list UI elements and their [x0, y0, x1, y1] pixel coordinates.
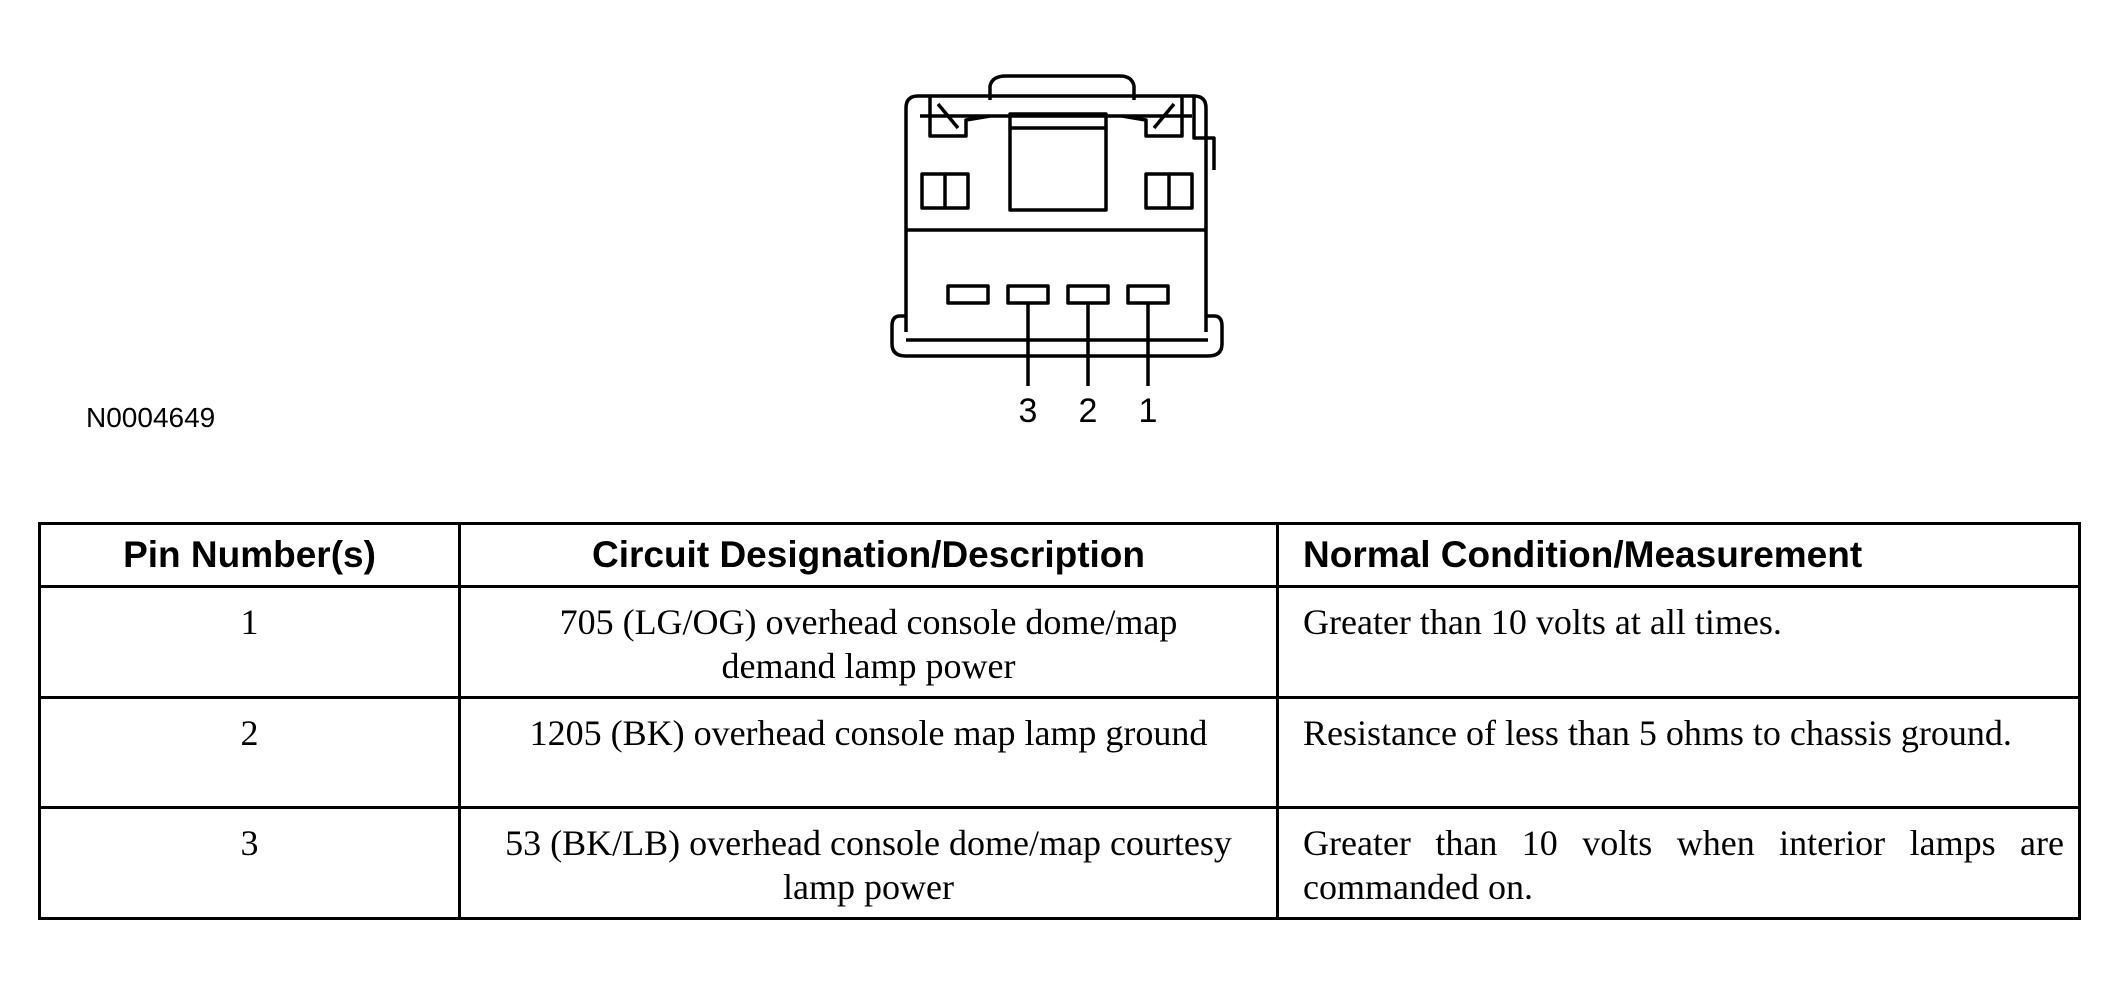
pin-label-2: 2	[1079, 392, 1098, 430]
table-row: 1 705 (LG/OG) overhead console dome/map …	[38, 585, 2081, 699]
description-cell: 705 (LG/OG) overhead console dome/map de…	[458, 585, 1279, 699]
measurement-cell: Greater than 10 volts at all times.	[1276, 585, 2081, 699]
description-cell: 1205 (BK) overhead console map lamp grou…	[458, 696, 1279, 809]
measurement-cell: Resistance of less than 5 ohms to chassi…	[1276, 696, 2081, 809]
pin-cell: 2	[38, 696, 461, 809]
table-row: 3 53 (BK/LB) overhead console dome/map c…	[38, 806, 2081, 920]
pin-label-3: 3	[1019, 392, 1038, 430]
header-pin-number: Pin Number(s)	[38, 522, 461, 588]
measurement-cell: Greater than 10 volts when interior lamp…	[1276, 806, 2081, 920]
pin-cell: 3	[38, 806, 461, 920]
header-circuit-description: Circuit Designation/Description	[458, 522, 1279, 588]
connector-diagram: 3 2 1	[890, 74, 1224, 430]
figure-id-label: N0004649	[86, 402, 216, 433]
connector-body	[890, 74, 1224, 386]
pin-label-1: 1	[1139, 392, 1158, 430]
table-row: 2 1205 (BK) overhead console map lamp gr…	[38, 696, 2081, 809]
description-cell: 53 (BK/LB) overhead console dome/map cou…	[458, 806, 1279, 920]
table-header-row: Pin Number(s) Circuit Designation/Descri…	[38, 522, 2081, 588]
pin-table: Pin Number(s) Circuit Designation/Descri…	[38, 522, 2081, 920]
pin-cell: 1	[38, 585, 461, 699]
header-normal-condition: Normal Condition/Measurement	[1276, 522, 2081, 588]
